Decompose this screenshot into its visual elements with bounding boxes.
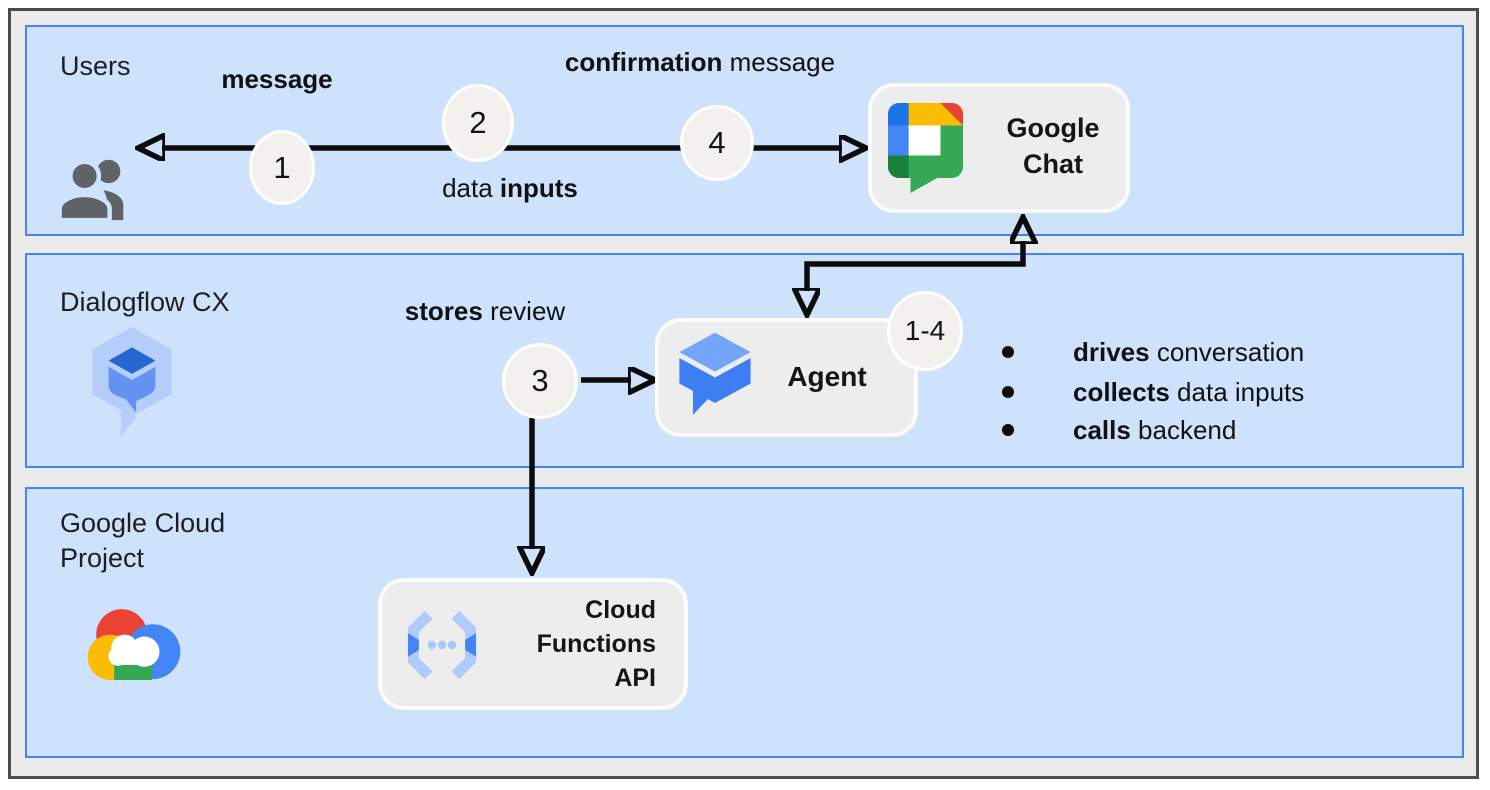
bullet-calls-backend: calls backend	[1002, 415, 1236, 446]
agent-label: Agent	[787, 361, 867, 392]
step-circle-2: 2	[442, 84, 514, 162]
bullet-dot	[1002, 346, 1014, 358]
google-cloud-logo	[87, 609, 181, 681]
cloud-functions-icon	[407, 610, 477, 680]
step-circle-3: 3	[502, 343, 578, 419]
arrow-chat-agent	[807, 241, 1023, 291]
bullet-drives-conversation: drives conversation	[1002, 337, 1304, 368]
bullet-dot	[1002, 386, 1014, 398]
bullet-collects-data-inputs: collects data inputs	[1002, 377, 1304, 408]
dialogflow-cx-logo	[92, 327, 172, 437]
label-message: message	[221, 64, 333, 94]
google-chat-logo	[888, 103, 963, 193]
step-badge-1-4: 1-4	[887, 291, 963, 371]
step-circle-4: 4	[680, 105, 754, 181]
users-group-icon	[57, 159, 124, 223]
label-confirmation-message: confirmation message	[564, 47, 836, 77]
lane-title-users: Users	[60, 51, 131, 81]
label-stores-review: stores review	[404, 296, 566, 326]
google-chat-label: Google Chat	[1006, 113, 1100, 179]
lane-title-google-cloud-project: Google Cloud Project	[60, 508, 226, 573]
dialogflow-agent-icon	[679, 332, 751, 415]
lane-title-dialogflow-cx: Dialogflow CX	[60, 287, 230, 317]
bullet-dot	[1002, 424, 1014, 436]
step-circle-1: 1	[249, 130, 315, 205]
cloud-functions-label: Cloud Functions API	[536, 596, 656, 692]
label-data-inputs: data inputs	[442, 173, 578, 203]
lane-google-cloud-project	[25, 487, 1464, 758]
